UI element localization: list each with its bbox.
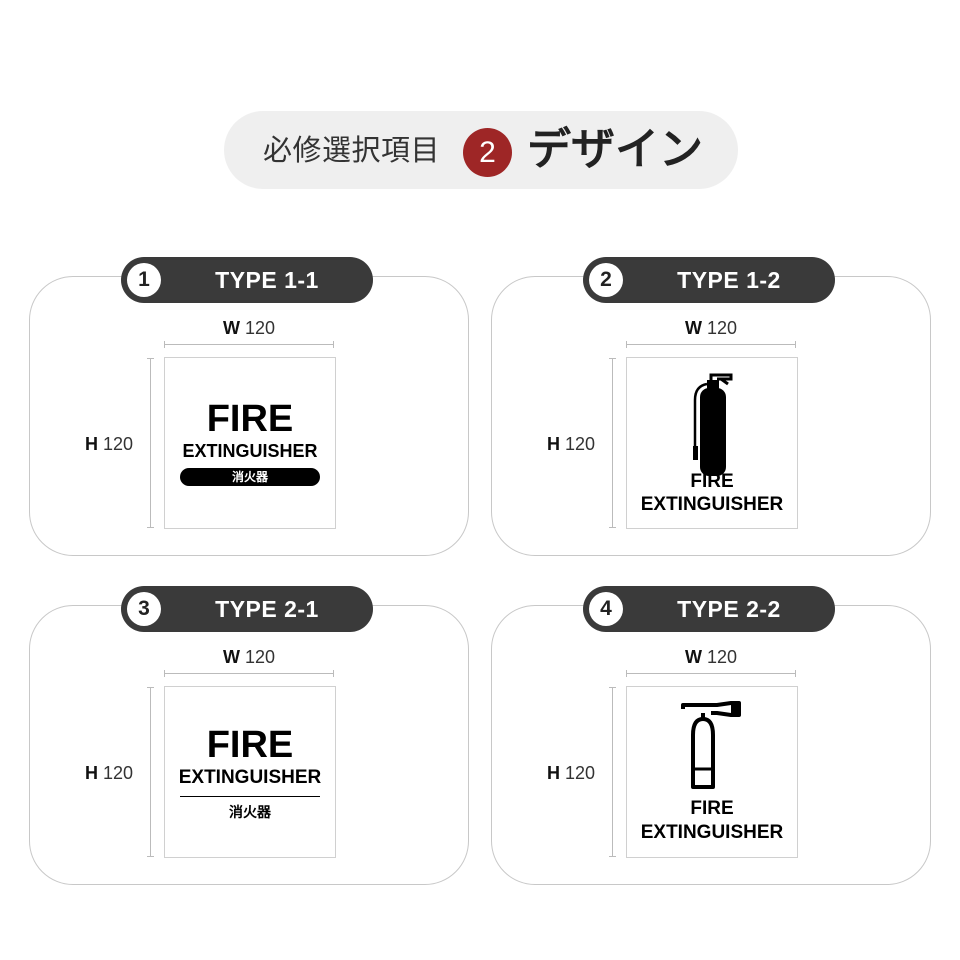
sign-divider	[180, 796, 320, 797]
type-number-badge: 4	[589, 592, 623, 626]
width-dimension: W 120	[684, 647, 738, 667]
fire-extinguisher-filled-icon	[693, 373, 733, 476]
height-dimension-line	[609, 687, 616, 857]
header-number-badge: 2	[463, 128, 512, 177]
sign-fire-text: FIRE	[206, 398, 294, 440]
type-pill: 4 TYPE 2-2	[583, 586, 835, 632]
height-dimension-line	[147, 358, 154, 528]
header-prefix: 必修選択項目	[263, 135, 441, 167]
type-pill: 2 TYPE 1-2	[583, 257, 835, 303]
sign-preview: FIRE EXTINGUISHER 消火器	[164, 686, 336, 858]
width-dimension: W 120	[684, 318, 738, 338]
type-label: TYPE 2-1	[215, 596, 319, 622]
fire-extinguisher-outline-icon	[681, 701, 741, 789]
width-dimension-line	[164, 670, 334, 677]
type-number-badge: 3	[127, 592, 161, 626]
sign-extinguisher-text: EXTINGUISHER	[640, 822, 784, 843]
sign-preview: FIRE EXTINGUISHER	[626, 686, 798, 858]
width-dimension-line	[626, 341, 796, 348]
height-dimension: H 120	[85, 763, 134, 783]
sign-extinguisher-text: EXTINGUISHER	[182, 441, 318, 461]
sign-fire-text: FIRE	[690, 471, 734, 492]
sign-preview: FIRE EXTINGUISHER 消火器	[164, 357, 336, 529]
height-dimension-line	[147, 687, 154, 857]
type-label: TYPE 1-2	[677, 267, 781, 293]
sign-fire-text: FIRE	[690, 798, 734, 819]
sign-preview: FIRE EXTINGUISHER	[626, 357, 798, 529]
sign-kanji-text: 消火器	[229, 804, 271, 820]
height-dimension-line	[609, 358, 616, 528]
width-dimension: W 120	[222, 647, 276, 667]
type-label: TYPE 1-1	[215, 267, 319, 293]
type-number-badge: 2	[589, 263, 623, 297]
sign-extinguisher-text: EXTINGUISHER	[178, 767, 322, 788]
type-pill: 3 TYPE 2-1	[121, 586, 373, 632]
height-dimension: H 120	[547, 763, 596, 783]
width-dimension: W 120	[222, 318, 276, 338]
sign-extinguisher-text: EXTINGUISHER	[640, 494, 784, 515]
height-dimension: H 120	[547, 434, 596, 454]
sign-kanji-bar: 消火器	[180, 468, 320, 486]
height-dimension: H 120	[85, 434, 134, 454]
sign-fire-text: FIRE	[206, 724, 294, 766]
type-number-badge: 1	[127, 263, 161, 297]
header-title: デザイン	[527, 125, 703, 174]
type-label: TYPE 2-2	[677, 596, 781, 622]
width-dimension-line	[626, 670, 796, 677]
width-dimension-line	[164, 341, 334, 348]
type-pill: 1 TYPE 1-1	[121, 257, 373, 303]
